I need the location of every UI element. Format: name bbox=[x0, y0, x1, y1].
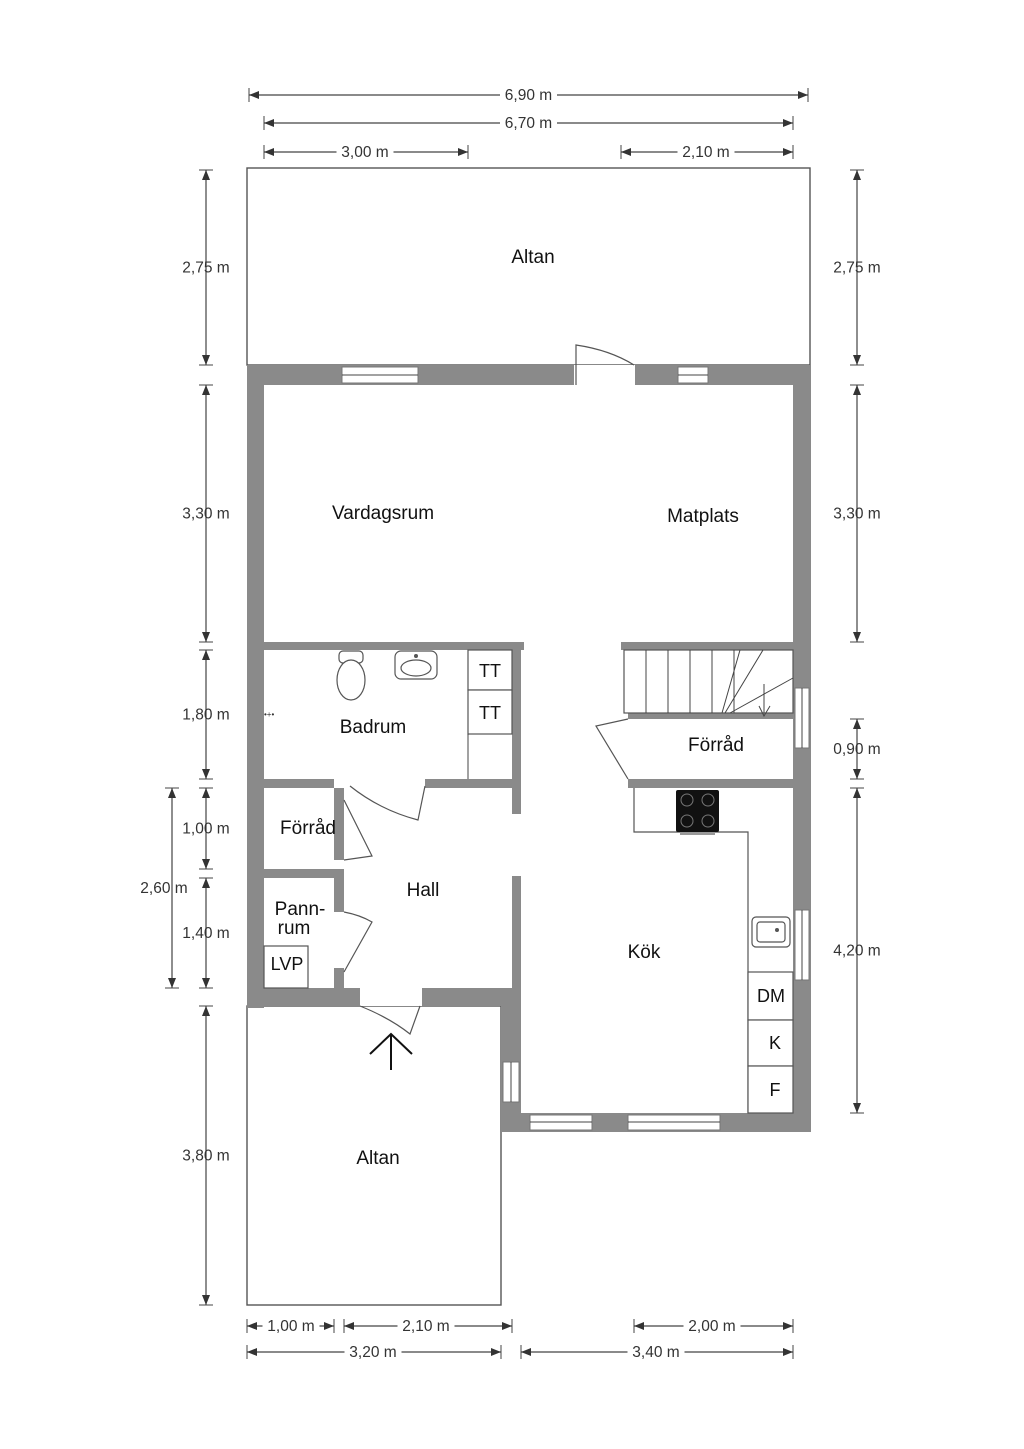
dim-bottom_3: 2,00 m bbox=[688, 1318, 735, 1335]
label-tt-2: TT bbox=[479, 703, 501, 723]
interior-walls bbox=[264, 642, 793, 1006]
stove-icon bbox=[676, 790, 719, 832]
doors bbox=[334, 344, 635, 1035]
dim-right_storage: 0,90 m bbox=[833, 741, 880, 758]
label-kok: Kök bbox=[628, 942, 661, 963]
tt-cabinet-2 bbox=[467, 689, 513, 735]
label-tt-1: TT bbox=[479, 661, 501, 681]
dim-right_altan: 2,75 m bbox=[833, 260, 880, 277]
label-pannrum-2: rum bbox=[278, 918, 311, 939]
label-f: F bbox=[770, 1080, 781, 1100]
stairs bbox=[623, 649, 794, 718]
windows bbox=[341, 366, 810, 1131]
dim-bottom_left_total: 3,20 m bbox=[349, 1344, 396, 1361]
label-altan-top: Altan bbox=[511, 247, 554, 268]
room-labels: Altan Vardagsrum Matplats Badrum TT TT F… bbox=[271, 247, 785, 1169]
lvp-box bbox=[263, 945, 309, 989]
dim-top_right: 2,10 m bbox=[682, 144, 729, 161]
dim-left_pannrum: 1,40 m bbox=[182, 925, 229, 942]
label-altan-bottom: Altan bbox=[356, 1148, 399, 1169]
dim-right_kitchen: 4,20 m bbox=[833, 943, 880, 960]
dim-top_left: 3,00 m bbox=[341, 144, 388, 161]
dim-left_hall_total: 2,60 m bbox=[140, 880, 187, 897]
dim-left_living: 3,30 m bbox=[182, 506, 229, 523]
label-matplats: Matplats bbox=[667, 506, 739, 527]
label-dm: DM bbox=[757, 986, 785, 1006]
fridge-box bbox=[747, 1019, 794, 1067]
dim-bottom_1: 1,00 m bbox=[267, 1318, 314, 1335]
dimension-lines: 6,90 m 6,70 m 3,00 m 2,10 m 2,75 m 3,30 m 1,80… bbox=[140, 86, 881, 1361]
fixtures: •+• bbox=[263, 649, 794, 1114]
label-hall: Hall bbox=[407, 880, 440, 901]
dishwasher-box bbox=[747, 971, 794, 1021]
dim-right_living: 3,30 m bbox=[833, 506, 880, 523]
entrance-arrow-icon bbox=[369, 1032, 413, 1070]
label-forrad-right: Förråd bbox=[688, 735, 744, 756]
dim-top_total: 6,90 m bbox=[505, 87, 552, 104]
dim-left_altan_bottom: 3,80 m bbox=[182, 1148, 229, 1165]
label-lvp: LVP bbox=[271, 954, 304, 974]
dim-left_forrad: 1,00 m bbox=[182, 821, 229, 838]
dim-top_inner: 6,70 m bbox=[505, 115, 552, 132]
label-pannrum-1: Pann- bbox=[275, 899, 326, 920]
label-k: K bbox=[769, 1033, 781, 1053]
dim-left_altan: 2,75 m bbox=[182, 260, 229, 277]
dim-bottom_2: 2,10 m bbox=[402, 1318, 449, 1335]
freezer-box bbox=[747, 1065, 794, 1114]
label-badrum: Badrum bbox=[340, 717, 407, 738]
dim-left_bath: 1,80 m bbox=[182, 707, 229, 724]
dim-bottom_right_total: 3,40 m bbox=[632, 1344, 679, 1361]
label-forrad-left: Förråd bbox=[280, 818, 336, 839]
svg-text:•+•: •+• bbox=[264, 710, 274, 719]
label-vardagsrum: Vardagsrum bbox=[332, 503, 434, 524]
